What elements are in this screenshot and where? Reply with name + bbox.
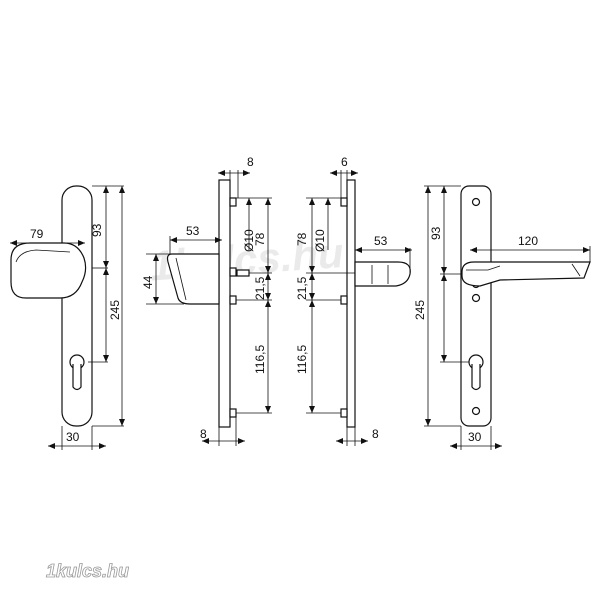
knob-inner-line [15, 249, 71, 263]
pin-mid [340, 295, 348, 305]
fixed-knob [10, 242, 87, 299]
dim-bottom-offset: 8 [372, 427, 379, 441]
screw-hole-top [471, 197, 481, 207]
dim-spindle-gap: 21,5 [253, 276, 267, 300]
knob-side-line [175, 257, 187, 301]
pin-mid [229, 295, 237, 305]
spindle-square [236, 269, 250, 277]
dim-spindle-to-cylinder: 245 [413, 300, 427, 320]
dim-spindle-to-cylinder: 245 [108, 300, 122, 320]
lever-inner-line [466, 265, 501, 271]
dim-screw-span: 116,5 [295, 345, 309, 374]
dim-screw-span: 116,5 [253, 345, 267, 374]
pin-top [340, 197, 348, 207]
dim-rose-height: 44 [141, 275, 155, 289]
screw-hole-mid [471, 293, 481, 303]
dim-top-offset: 8 [247, 155, 254, 169]
dim-projection: 53 [374, 234, 388, 248]
dim-top-offset: 6 [341, 155, 348, 169]
knob-side-profile [166, 253, 220, 305]
dim-spindle-gap: 21,5 [295, 276, 309, 300]
view-front-knob: 79 93 245 30 [10, 185, 125, 450]
screw-hole-bottom [471, 406, 481, 416]
view-front-lever: 120 93 245 30 [413, 185, 591, 450]
keyhole-slot [72, 364, 82, 391]
dim-top-to-spindle: 93 [429, 226, 443, 240]
dim-top-to-spindle: 78 [253, 232, 267, 246]
pin-upper [229, 267, 237, 277]
dim-lever-length: 120 [518, 234, 538, 248]
dim-bottom-offset: 8 [200, 427, 207, 441]
lever-tip-line [571, 263, 581, 277]
pin-bottom [229, 408, 237, 418]
lever-side-profile [354, 261, 411, 287]
pin-bottom [340, 408, 348, 418]
lever-handle [461, 261, 591, 287]
side-plate [346, 179, 356, 428]
dim-lever-length: 79 [30, 227, 44, 241]
dim-plate-width: 30 [468, 430, 482, 444]
dim-hole-dia: Ø10 [313, 229, 327, 252]
view-side-lever: 6 Ø10 78 21,5 116,5 53 8 [295, 155, 412, 446]
backplate-outline [460, 185, 492, 427]
dim-top-to-spindle: 93 [90, 223, 104, 237]
keyhole-slot [471, 364, 481, 391]
dim-projection: 53 [186, 224, 200, 238]
dim-top-to-spindle: 78 [295, 232, 309, 246]
corner-watermark: 1kulcs.hu [46, 561, 129, 581]
dim-plate-width: 30 [66, 430, 80, 444]
side-plate [218, 179, 231, 428]
pin-top [229, 197, 237, 207]
view-side-knob: 8 Ø10 78 21,5 116,5 53 44 8 [141, 155, 272, 446]
dim-hole-dia: Ø10 [242, 229, 256, 252]
